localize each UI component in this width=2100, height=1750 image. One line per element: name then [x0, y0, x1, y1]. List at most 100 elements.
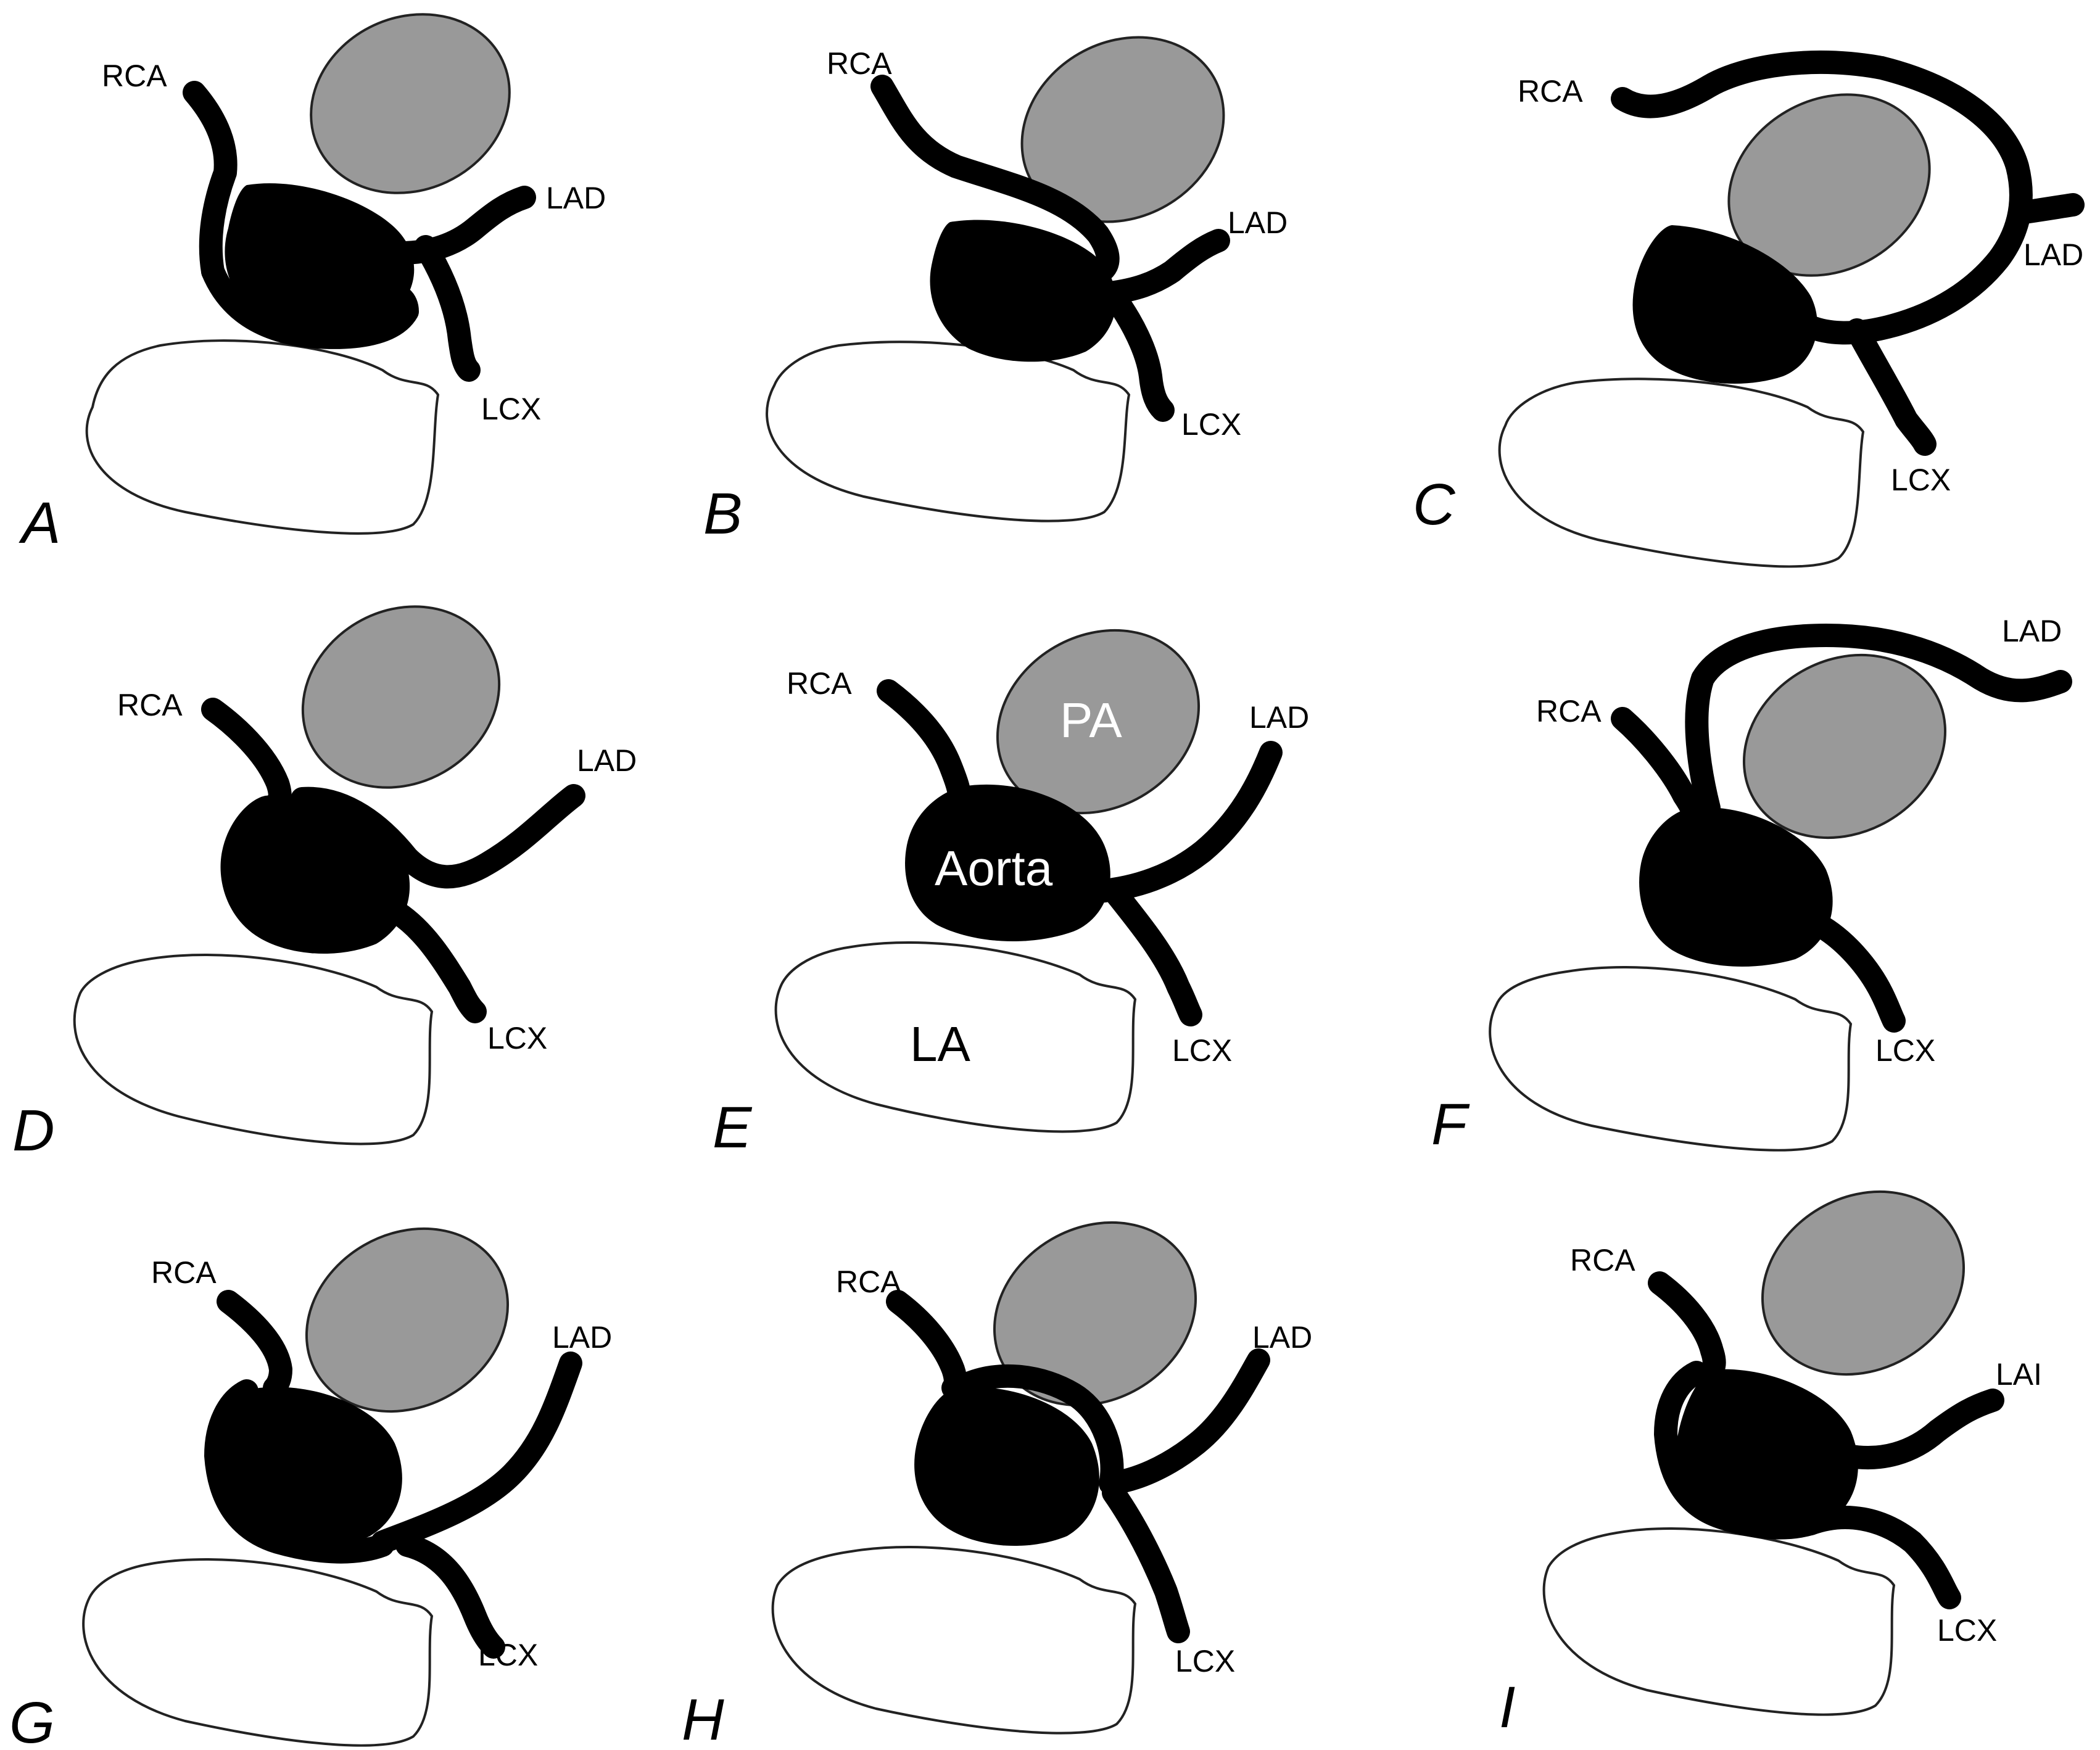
- rca-label: RCA: [1570, 1243, 1635, 1277]
- left-atrium: [1542, 1527, 1896, 1716]
- lcx-vessel: [1799, 1506, 1961, 1609]
- panel-f: RCA LAD LCX F: [1431, 614, 2072, 1157]
- pulmonary-artery: [301, 605, 501, 789]
- lcx-vessel: [1802, 910, 1906, 1033]
- lad-vessel: [1685, 624, 2072, 820]
- pulmonary-artery: [1020, 36, 1225, 223]
- panel-c: RCA LAD LCX C: [1413, 51, 2085, 568]
- lcx-label: LCX: [1181, 407, 1241, 442]
- lcx-label: LCX: [487, 1021, 547, 1055]
- pulmonary-artery: [1761, 1190, 1966, 1376]
- panel-h: RCA LAD LCX H: [682, 1221, 1312, 1750]
- panel-letter: E: [713, 1095, 753, 1160]
- pulmonary-artery: [1742, 653, 1947, 840]
- rca-label: RCA: [117, 688, 183, 722]
- panel-letter: G: [9, 1690, 55, 1750]
- panel-a: RCA LAD LCX A: [19, 13, 606, 556]
- aorta: [914, 1387, 1099, 1546]
- lcx-label: LCX: [478, 1638, 538, 1672]
- rca-label: RCA: [1518, 74, 1583, 109]
- panel-i: RCA LAI LCX I: [1499, 1190, 2042, 1740]
- left-atrium: [766, 341, 1131, 522]
- rca-label: RCA: [1536, 694, 1602, 728]
- pa-label: PA: [1060, 693, 1122, 748]
- aorta: [905, 784, 1110, 942]
- pulmonary-artery: [1727, 93, 1931, 277]
- panel-letter: I: [1499, 1675, 1515, 1740]
- lcx-vessel: [1105, 883, 1202, 1026]
- lcx-vessel: [386, 901, 487, 1023]
- rca-retroaortic-loop: [201, 260, 419, 349]
- lcx-label: LCX: [1891, 463, 1951, 497]
- aorta: [220, 795, 410, 954]
- lcx-label: LCX: [481, 392, 541, 426]
- lad-label: LAD: [552, 1320, 612, 1355]
- rca-label: RCA: [827, 46, 892, 81]
- rca-label: RCA: [151, 1255, 217, 1290]
- aorta: [930, 220, 1117, 362]
- lcx-label: LCX: [1172, 1033, 1232, 1068]
- lad-vessel: [371, 1352, 582, 1554]
- lcx-vessel: [395, 1533, 505, 1659]
- left-atrium: [771, 1545, 1137, 1735]
- aorta: [1639, 807, 1833, 967]
- lad-vessel: [1836, 1389, 2004, 1469]
- lcx-label: LCX: [1937, 1613, 1997, 1648]
- panel-letter: H: [682, 1687, 724, 1750]
- lad-label: LAD: [546, 181, 606, 215]
- aorta: [220, 1387, 402, 1549]
- lad-label: LAD: [1228, 205, 1288, 240]
- left-atrium: [1489, 965, 1853, 1152]
- rca-vessel: [1611, 707, 1705, 826]
- rca-retroaortic-loop: [1654, 1361, 1822, 1540]
- left-atrium: [73, 953, 434, 1145]
- rca-vessel: [886, 1290, 967, 1400]
- rca-label: RCA: [102, 59, 167, 93]
- lcx-label: LCX: [1875, 1033, 1935, 1068]
- panel-letter: F: [1431, 1092, 1470, 1157]
- panel-e: RCA LAD LCX PA Aorta LA E: [713, 629, 1309, 1160]
- rca-vessel: [1648, 1271, 1726, 1381]
- lad-label: LAD: [1249, 700, 1309, 735]
- left-atrium: [82, 1558, 434, 1747]
- rca-vessel: [217, 1290, 292, 1400]
- panel-b: RCA LAD LCX B: [703, 36, 1288, 547]
- lad-label: LAD: [577, 743, 637, 778]
- lcx-vessel: [1102, 1481, 1190, 1643]
- lad-label: LAD: [2024, 237, 2083, 272]
- lad-vessel: [1086, 741, 1283, 903]
- aorta: [225, 183, 415, 332]
- rca-vessel: [870, 75, 1120, 283]
- la-label: LA: [910, 1017, 970, 1071]
- aorta-label: Aorta: [935, 841, 1053, 896]
- aorta: [1676, 1369, 1858, 1534]
- lcx-vessel: [414, 235, 481, 382]
- left-atrium: [1498, 378, 1865, 568]
- lcx-label: LCX: [1175, 1644, 1235, 1678]
- lad-label: LAI: [1996, 1357, 2042, 1392]
- lcx-vessel: [1845, 318, 1937, 456]
- rca-vessel: [183, 81, 238, 283]
- panel-d: RCA LAD LCX D: [12, 605, 637, 1163]
- lad-label: LAD: [1252, 1320, 1312, 1355]
- aorta: [1632, 225, 1817, 384]
- panel-letter: C: [1413, 472, 1456, 537]
- rca-retroaortic-loop: [204, 1379, 394, 1564]
- panel-g: RCA LAD LCX G: [9, 1227, 612, 1750]
- panel-letter: A: [19, 490, 60, 556]
- left-atrium: [85, 339, 440, 535]
- pulmonary-artery: [996, 629, 1201, 815]
- rca-vessel: [877, 679, 971, 807]
- lad-vessel: [2009, 193, 2085, 225]
- pulmonary-artery: [305, 1227, 510, 1413]
- lad-vessel: [291, 784, 585, 889]
- rca-label: RCA: [787, 666, 852, 701]
- rca-vessel: [1611, 51, 2033, 345]
- panel-letter: B: [703, 481, 742, 547]
- lad-vessel: [1099, 229, 1230, 305]
- left-atrium: [774, 941, 1137, 1133]
- lcx-vessel: [1102, 284, 1175, 422]
- pulmonary-artery: [310, 13, 511, 194]
- rca-label: RCA: [836, 1265, 901, 1299]
